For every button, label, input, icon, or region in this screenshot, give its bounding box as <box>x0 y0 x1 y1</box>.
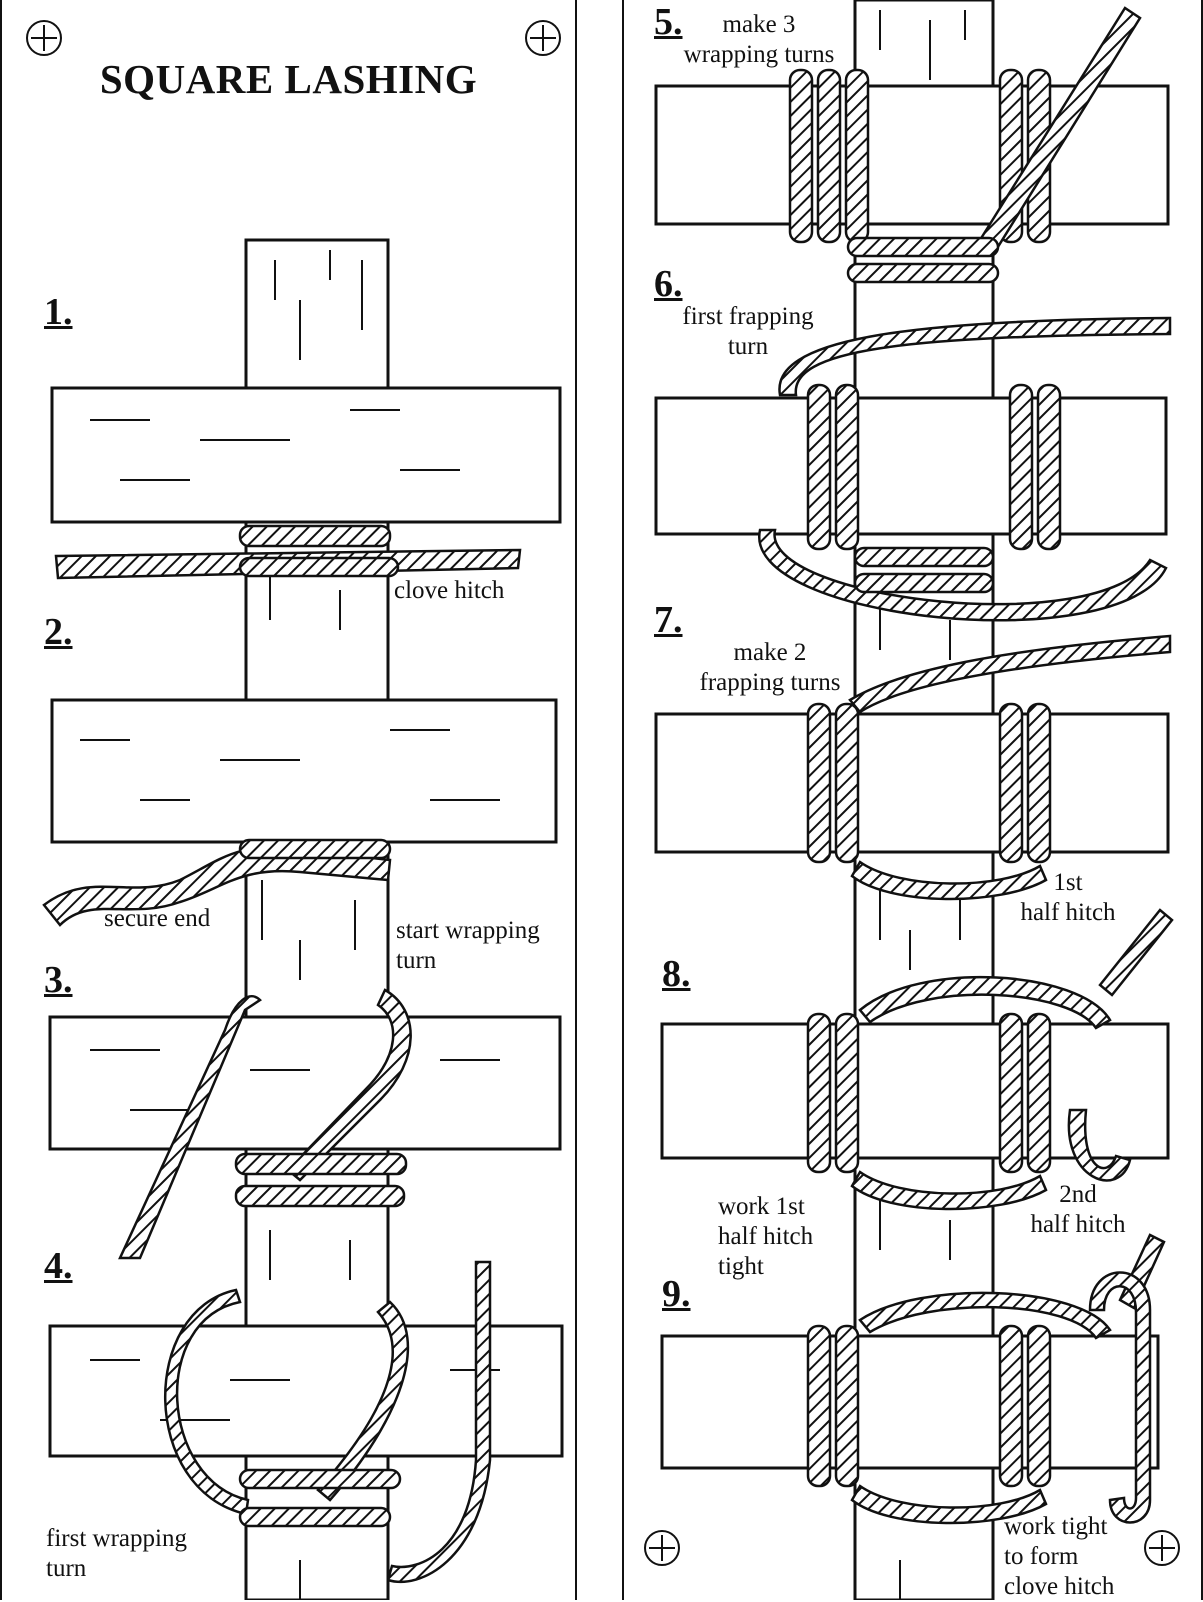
step-number-3: 3. <box>44 959 73 1001</box>
step-number-4: 4. <box>44 1245 73 1287</box>
label-start-wrapping: start wrapping turn <box>396 917 540 974</box>
label-make-2-frapping: make 2 frapping turns <box>699 639 841 696</box>
right-crossbars <box>654 84 1170 1470</box>
label-first-half-hitch: 1st half hitch <box>1020 869 1116 926</box>
label-first-wrapping: first wrapping turn <box>46 1525 187 1582</box>
registration-mark-icon <box>525 20 561 56</box>
left-ropes <box>42 524 522 1584</box>
registration-mark-icon <box>26 20 62 56</box>
step-number-9: 9. <box>662 1273 691 1315</box>
page-title: SQUARE LASHING <box>99 56 478 102</box>
label-work-first-tight: work 1st half hitch tight <box>718 1193 814 1280</box>
step-number-8: 8. <box>662 953 691 995</box>
left-crossbars <box>48 386 564 1458</box>
label-clove-hitch: clove hitch <box>394 577 505 604</box>
label-make-3-wrapping: make 3 wrapping turns <box>683 11 835 68</box>
step-number-2: 2. <box>44 611 73 653</box>
label-work-tight-clove: work tight to form clove hitch <box>1004 1513 1115 1600</box>
label-second-half-hitch: 2nd half hitch <box>1030 1181 1126 1238</box>
label-secure-end: secure end <box>104 905 211 932</box>
page-gutter <box>577 0 622 1600</box>
step-number-7: 7. <box>654 599 683 641</box>
label-first-frapping: first frapping turn <box>682 303 814 360</box>
registration-mark-icon <box>1144 1530 1180 1566</box>
step-number-5: 5. <box>654 1 683 43</box>
step-number-1: 1. <box>44 291 73 333</box>
right-ropes <box>758 6 1174 1525</box>
registration-mark-icon <box>644 1530 680 1566</box>
step-number-6: 6. <box>654 263 683 305</box>
